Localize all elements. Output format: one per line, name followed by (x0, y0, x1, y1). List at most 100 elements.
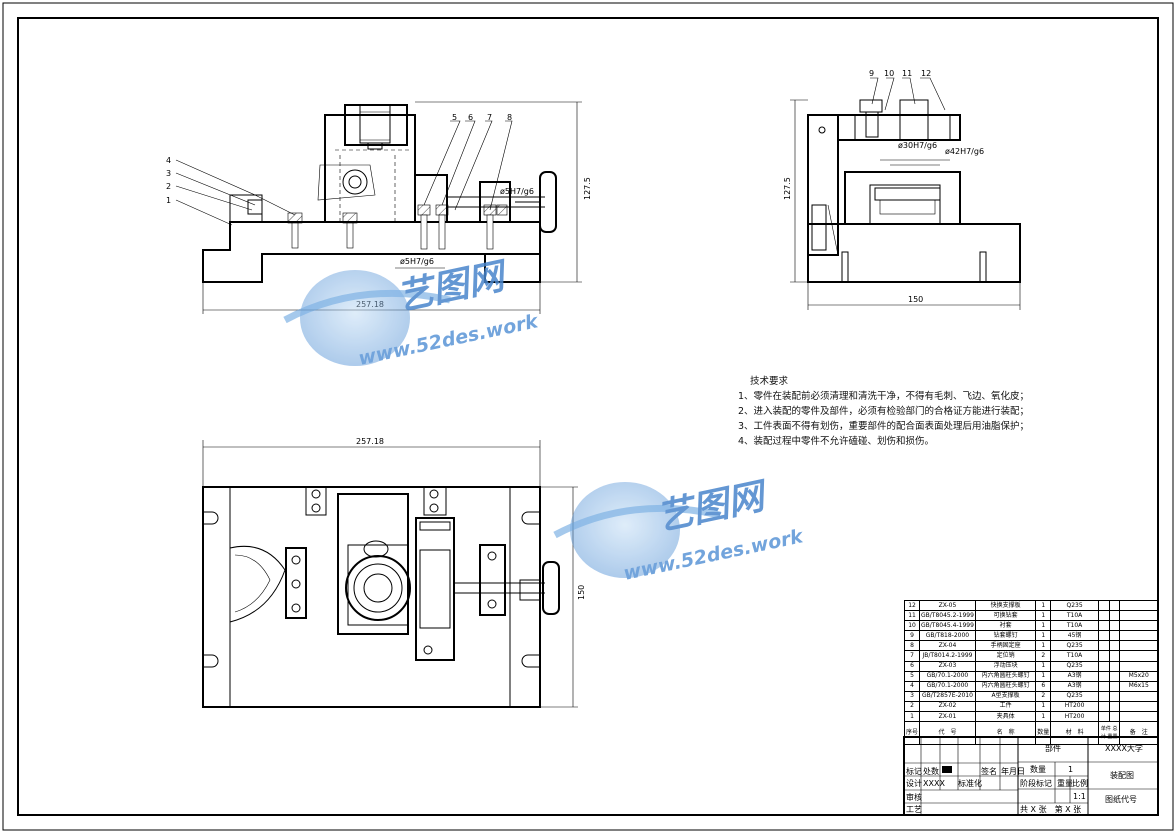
bom-header-weight: 单件 总计 重量 (1097, 721, 1121, 746)
balloon-7: 7 (487, 113, 492, 122)
bom-cell-weight (1097, 630, 1110, 642)
bom-cell-code: GB/T8045.2-1999 (919, 610, 976, 622)
weight-label: 重量 (1057, 778, 1073, 788)
bom-cell-no: 8 (903, 640, 921, 652)
bom-cell-weight (1097, 610, 1110, 622)
balloon-5: 5 (452, 113, 457, 122)
bom-cell-no: 12 (903, 599, 921, 612)
stage-label: 阶段标记 (1020, 778, 1052, 788)
bom-cell-weight (1097, 680, 1110, 692)
bom-cell-name: 钻套螺钉 (974, 630, 1037, 642)
bom-cell-weight (1097, 650, 1110, 662)
tech-item-4: 4、装配过程中零件不允许磕碰、划伤和损伤。 (738, 436, 935, 447)
bom-cell-material: T10A (1050, 620, 1099, 632)
bom-cell-name: 内六角圆柱头螺钉 (974, 670, 1037, 682)
bom-cell-material: HT200 (1050, 711, 1099, 723)
top-width-dim: 257.18 (356, 437, 384, 446)
bom-cell-no: 10 (903, 620, 921, 632)
bom-cell-weight (1097, 599, 1110, 612)
bom-cell-qty: 1 (1035, 640, 1052, 652)
bom-cell-qty: 2 (1035, 650, 1052, 662)
bom-cell-no: 5 (903, 670, 921, 682)
bom-cell-weight (1108, 640, 1121, 652)
drawing-name: 装配图 (1110, 770, 1134, 780)
bom-cell-code: GB/T2857E-2010 (919, 690, 976, 702)
bom-cell-name: 定位销 (974, 650, 1037, 662)
bom-cell-no: 11 (903, 610, 921, 622)
bom-cell-weight (1108, 599, 1121, 612)
bom-cell-no: 7 (903, 650, 921, 662)
bom-cell-name: 浮动压块 (974, 660, 1037, 672)
watermark-2: 艺图网 www.52des.work (553, 475, 806, 585)
bom-cell-weight (1108, 630, 1121, 642)
bom-cell-weight (1108, 690, 1121, 702)
balloon-2: 2 (166, 182, 171, 191)
tech-item-1: 1、零件在装配前必须清理和清洗干净，不得有毛刺、飞边、氧化皮； (738, 391, 1030, 402)
bom-cell-code: GB/70.1-2000 (919, 680, 976, 692)
bom-cell-code: ZX-05 (919, 599, 976, 612)
bom-cell-material: A3钢 (1050, 670, 1099, 682)
bom-cell-weight (1097, 660, 1110, 672)
bom-cell-code: GB/T818-2000 (919, 630, 976, 642)
school-name: XXXX大学 (1105, 743, 1143, 753)
bom-cell-code: GB/T8045.4-1999 (919, 620, 976, 632)
sign-label: 签名 (981, 766, 997, 776)
top-view: 257.18 150 (202, 437, 586, 708)
bom-cell-note (1119, 660, 1158, 672)
bom-cell-name: 可换钻套 (974, 610, 1037, 622)
bom-cell-material: Q235 (1050, 660, 1099, 672)
balloon-11: 11 (902, 69, 912, 78)
scale-value: 1:1 (1073, 792, 1086, 801)
balloon-3: 3 (166, 169, 171, 178)
tech-item-2: 2、进入装配的零件及部件，必须有检验部门的合格证方能进行装配； (738, 406, 1030, 417)
bom-cell-material: Q235 (1050, 599, 1099, 612)
bom-cell-code: ZX-01 (919, 711, 976, 723)
drawing-no-label: 图纸代号 (1105, 794, 1137, 804)
bom-cell-code: ZX-03 (919, 660, 976, 672)
bom-header-row: 序号 代 号 名 称 数量 材 料 单件 总计 重量 备 注 (903, 721, 1158, 746)
fit-bottom-dim: ø5H7/g6 (400, 257, 434, 266)
bom-cell-qty: 1 (1035, 599, 1052, 612)
bom-cell-weight (1108, 620, 1121, 632)
bom-cell-qty: 1 (1035, 670, 1052, 682)
bom-cell-name: A型支撑板 (974, 690, 1037, 702)
bom-cell-note (1119, 610, 1158, 622)
fit-pin-dim: ø5H7/g6 (500, 187, 534, 196)
bom-cell-name: 快换支撑板 (974, 599, 1037, 612)
watermark-1: 艺图网 www.52des.work (283, 255, 541, 370)
bom-cell-qty: 1 (1035, 620, 1052, 632)
bom-cell-no: 9 (903, 630, 921, 642)
design-label: 设计 (906, 778, 922, 788)
count-label: 处数 (923, 766, 939, 776)
bom-cell-name: 内六角圆柱头螺钉 (974, 680, 1037, 692)
part-label: 部件 (1045, 743, 1061, 753)
side-height-dim: 127.5 (783, 177, 792, 200)
std-label: 标准化 (958, 778, 982, 788)
fit-side-1-dim: ø30H7/g6 (898, 141, 937, 150)
bom-cell-note (1119, 599, 1158, 612)
bom-header-name: 名 称 (974, 721, 1037, 746)
bom-cell-weight (1097, 700, 1110, 713)
side-view: 127.5 150 ø30H7/g6 ø42H7/g6 9 10 11 12 (783, 69, 1021, 310)
bom-cell-note: M5x20 (1119, 670, 1158, 682)
bom-cell-material: Q235 (1050, 690, 1099, 702)
balloon-10: 10 (884, 69, 894, 78)
bom-cell-material: A3钢 (1050, 680, 1099, 692)
bom-cell-weight (1108, 650, 1121, 662)
bom-cell-name: 工件 (974, 700, 1037, 713)
bom-header-code: 代 号 (919, 721, 976, 746)
bom-cell-weight (1097, 711, 1110, 723)
title-block: 部件 XXXX大学 数量 1 装配图 阶段标记 重量 比例 1:1 图纸代号 共… (903, 736, 1159, 816)
bom-cell-note (1119, 630, 1158, 642)
